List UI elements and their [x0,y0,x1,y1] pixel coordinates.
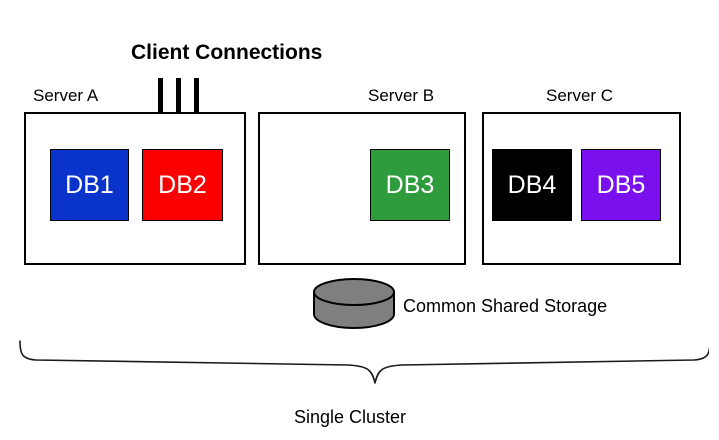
database-block-db3: DB3 [370,149,450,221]
cluster-label: Single Cluster [294,407,407,427]
server-label-a: Server A [33,86,99,105]
server-label-c: Server C [546,86,614,105]
diagram-title: Client Connections [131,41,323,64]
database-block-db1: DB1 [50,149,129,221]
shared-storage-cylinder-icon [313,278,395,329]
server-label-b: Server B [368,86,435,105]
database-block-db4: DB4 [492,149,572,221]
database-block-db5: DB5 [581,149,661,221]
shared-storage-label: Common Shared Storage [403,296,608,316]
cluster-brace [19,340,709,384]
database-block-db2: DB2 [142,149,223,221]
